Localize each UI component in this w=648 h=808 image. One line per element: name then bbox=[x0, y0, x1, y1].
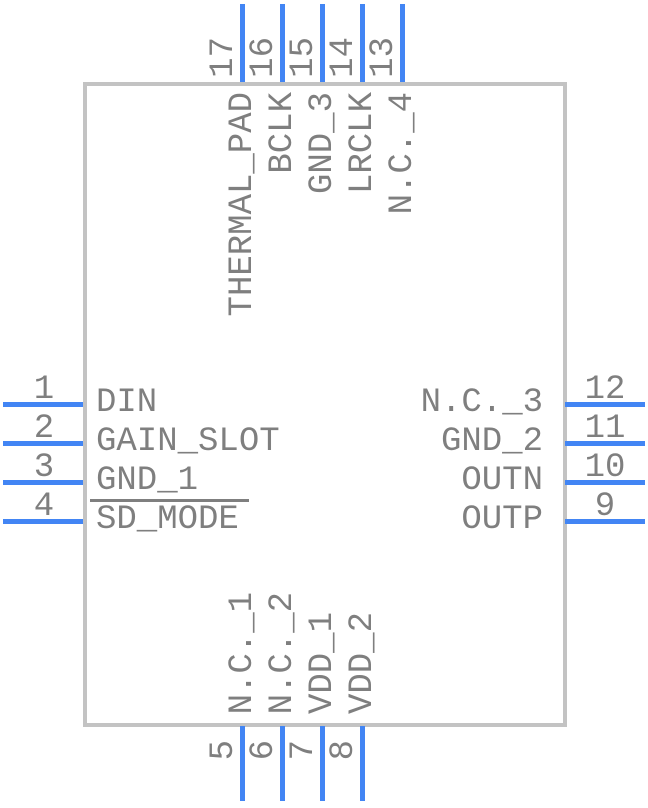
pin-number-15: 15 bbox=[285, 37, 323, 78]
pin-number-2: 2 bbox=[33, 410, 55, 448]
pin-number-9: 9 bbox=[594, 488, 616, 526]
pin-line-11 bbox=[565, 441, 645, 446]
pin-line-17 bbox=[240, 4, 245, 82]
pin-number-7: 7 bbox=[285, 740, 323, 761]
pin-line-13 bbox=[400, 4, 405, 82]
pin-number-8: 8 bbox=[325, 740, 363, 761]
pin-line-14 bbox=[360, 4, 365, 82]
pin-number-4: 4 bbox=[33, 488, 55, 526]
pin-number-10: 10 bbox=[584, 449, 626, 487]
pin-line-16 bbox=[280, 4, 285, 82]
pin-label-gnd-2: GND_2 bbox=[440, 423, 543, 461]
pin-line-10 bbox=[565, 480, 645, 485]
pin-label-thermal-pad: THERMAL_PAD bbox=[224, 92, 262, 317]
pin-line-15 bbox=[320, 4, 325, 82]
pin-label-lrclk: LRCLK bbox=[344, 92, 382, 195]
component-body bbox=[83, 82, 567, 727]
pin-label-nc-2: N.C._2 bbox=[264, 591, 302, 714]
pin-number-12: 12 bbox=[584, 371, 626, 409]
pin-line-2 bbox=[3, 441, 83, 446]
pin-number-6: 6 bbox=[245, 740, 283, 761]
pin-line-3 bbox=[3, 480, 83, 485]
pin-label-outn: OUTN bbox=[461, 462, 543, 500]
pin-label-gnd-3: GND_3 bbox=[304, 92, 342, 195]
pin-label-nc-1: N.C._1 bbox=[224, 591, 262, 714]
pin-number-11: 11 bbox=[584, 410, 626, 448]
pin-label-outp: OUTP bbox=[461, 501, 543, 539]
pin-line-1 bbox=[3, 402, 83, 407]
pin-number-14: 14 bbox=[325, 37, 363, 78]
pin-number-13: 13 bbox=[365, 37, 403, 78]
pin-label-gnd-1: GND_1 bbox=[96, 462, 199, 500]
pin-number-17: 17 bbox=[205, 37, 243, 78]
pin-line-12 bbox=[565, 402, 645, 407]
pin-line-8 bbox=[360, 726, 365, 801]
pin-number-3: 3 bbox=[33, 449, 55, 487]
pin-label-vdd-1: VDD_1 bbox=[304, 611, 342, 714]
pin-line-9 bbox=[565, 519, 645, 524]
pin-number-16: 16 bbox=[245, 37, 283, 78]
pin-line-6 bbox=[280, 726, 285, 801]
pin-label-nc-4: N.C._4 bbox=[384, 92, 422, 215]
pin-label-nc-3: N.C._3 bbox=[420, 384, 543, 422]
pin-label-gain-slot: GAIN_SLOT bbox=[96, 423, 280, 461]
pin-label-sd-mode: SD_MODE bbox=[90, 499, 249, 539]
pin-number-1: 1 bbox=[33, 371, 55, 409]
pin-label-vdd-2: VDD_2 bbox=[344, 611, 382, 714]
pin-line-7 bbox=[320, 726, 325, 801]
pin-line-4 bbox=[3, 519, 83, 524]
pin-number-5: 5 bbox=[205, 740, 243, 761]
pin-line-5 bbox=[240, 726, 245, 801]
pin-label-din: DIN bbox=[96, 384, 158, 422]
pin-label-bclk: BCLK bbox=[264, 92, 302, 174]
